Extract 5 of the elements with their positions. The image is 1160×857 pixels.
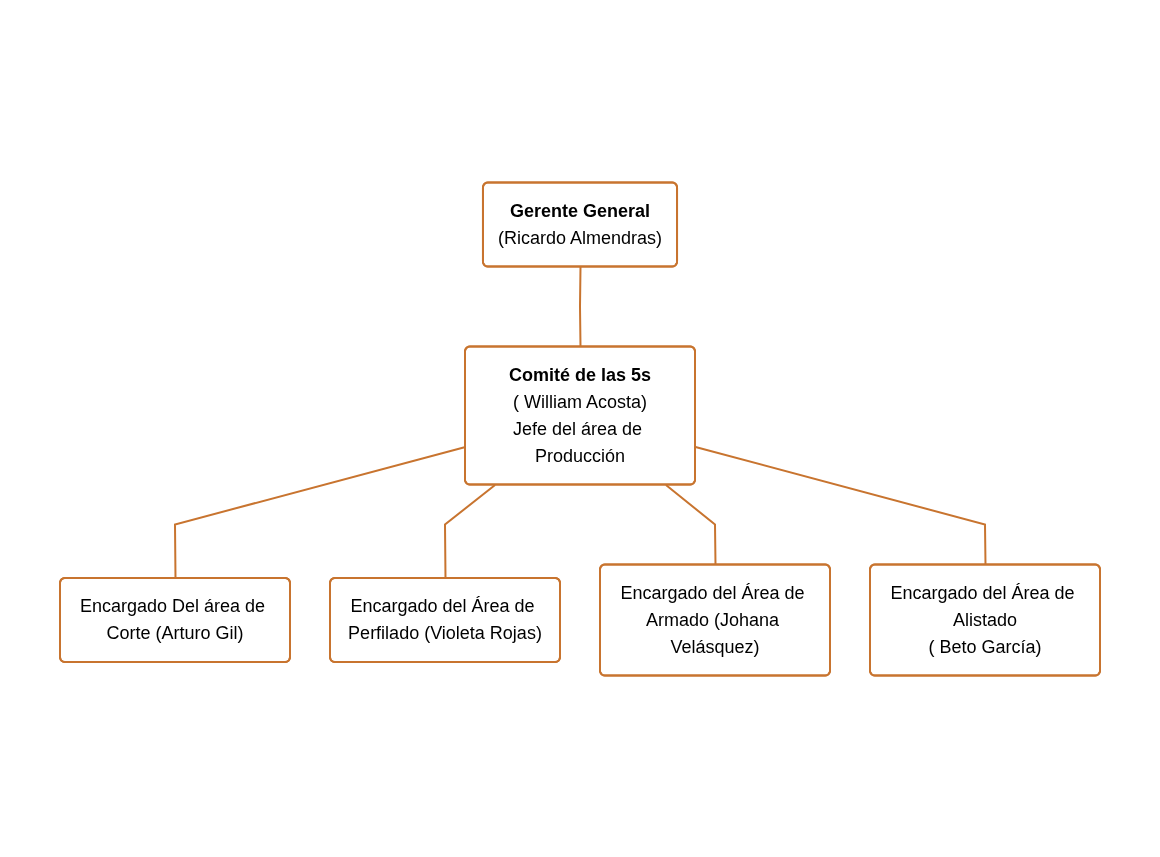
node-text: Encargado Del área de Corte (Arturo Gil) — [79, 595, 266, 643]
node-text: Encargado del Área de Perfilado (Violeta Rojas) — [348, 595, 542, 643]
connector — [444, 483, 497, 579]
connector — [579, 265, 582, 348]
connector — [664, 483, 717, 566]
